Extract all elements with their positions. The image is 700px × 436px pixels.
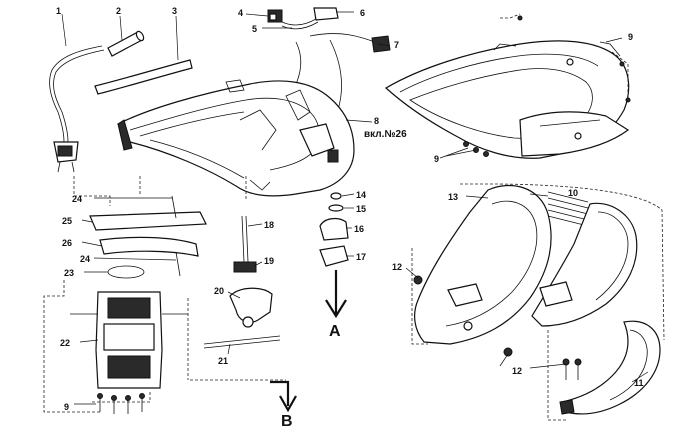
label-24-top: 24 (72, 194, 82, 204)
label-12-left: 12 (392, 262, 402, 272)
leader-lines (61, 11, 649, 405)
insert-note: вкл.№26 (364, 129, 407, 140)
part-inner-cover (531, 202, 638, 327)
label-22: 22 (60, 338, 70, 348)
label-4: 4 (238, 8, 243, 18)
label-1: 1 (56, 6, 61, 16)
label-9-bottom: 9 (64, 402, 69, 412)
part-labels: 1 2 3 4 5 6 7 8 вкл.№26 9 9 9 10 11 12 1… (56, 6, 644, 430)
label-8: 8 (374, 116, 379, 126)
label-11: 11 (634, 378, 644, 388)
part-bracket-stack (319, 192, 349, 267)
label-26: 26 (62, 238, 72, 248)
part-main-housing (117, 79, 355, 197)
part-cord-sleeve (107, 30, 145, 57)
direction-arrow-a (325, 270, 347, 319)
label-15: 15 (356, 204, 366, 214)
label-7: 7 (394, 40, 399, 50)
part-lever-assembly (203, 215, 281, 349)
label-9-middle: 9 (434, 154, 439, 164)
direction-arrow-b (270, 380, 297, 413)
label-3: 3 (172, 6, 177, 16)
part-left-brackets (89, 195, 207, 279)
part-side-panel (414, 184, 552, 345)
label-21: 21 (218, 356, 228, 366)
label-18: 18 (264, 220, 274, 230)
part-power-cord (49, 45, 105, 173)
label-16: 16 (354, 224, 364, 234)
part-motor (70, 291, 188, 389)
label-12-bottom: 12 (512, 366, 522, 376)
guide-lines (43, 13, 665, 421)
label-20: 20 (214, 286, 224, 296)
arrow-label-a: A (329, 323, 341, 340)
label-5: 5 (252, 24, 257, 34)
label-24-bottom: 24 (80, 254, 90, 264)
label-14: 14 (356, 190, 366, 200)
label-2: 2 (116, 6, 121, 16)
part-switch (267, 9, 283, 23)
part-handle-grip (559, 320, 661, 415)
arrow-label-b: B (281, 413, 293, 430)
part-strip (94, 59, 193, 95)
label-25: 25 (62, 216, 72, 226)
label-6: 6 (360, 8, 365, 18)
part-upper-cover (384, 40, 630, 159)
label-19: 19 (264, 256, 274, 266)
label-17: 17 (356, 252, 366, 262)
label-10: 10 (568, 188, 578, 198)
part-screws (97, 15, 631, 414)
label-13: 13 (448, 192, 458, 202)
label-23: 23 (64, 268, 74, 278)
label-9-top: 9 (628, 32, 633, 42)
